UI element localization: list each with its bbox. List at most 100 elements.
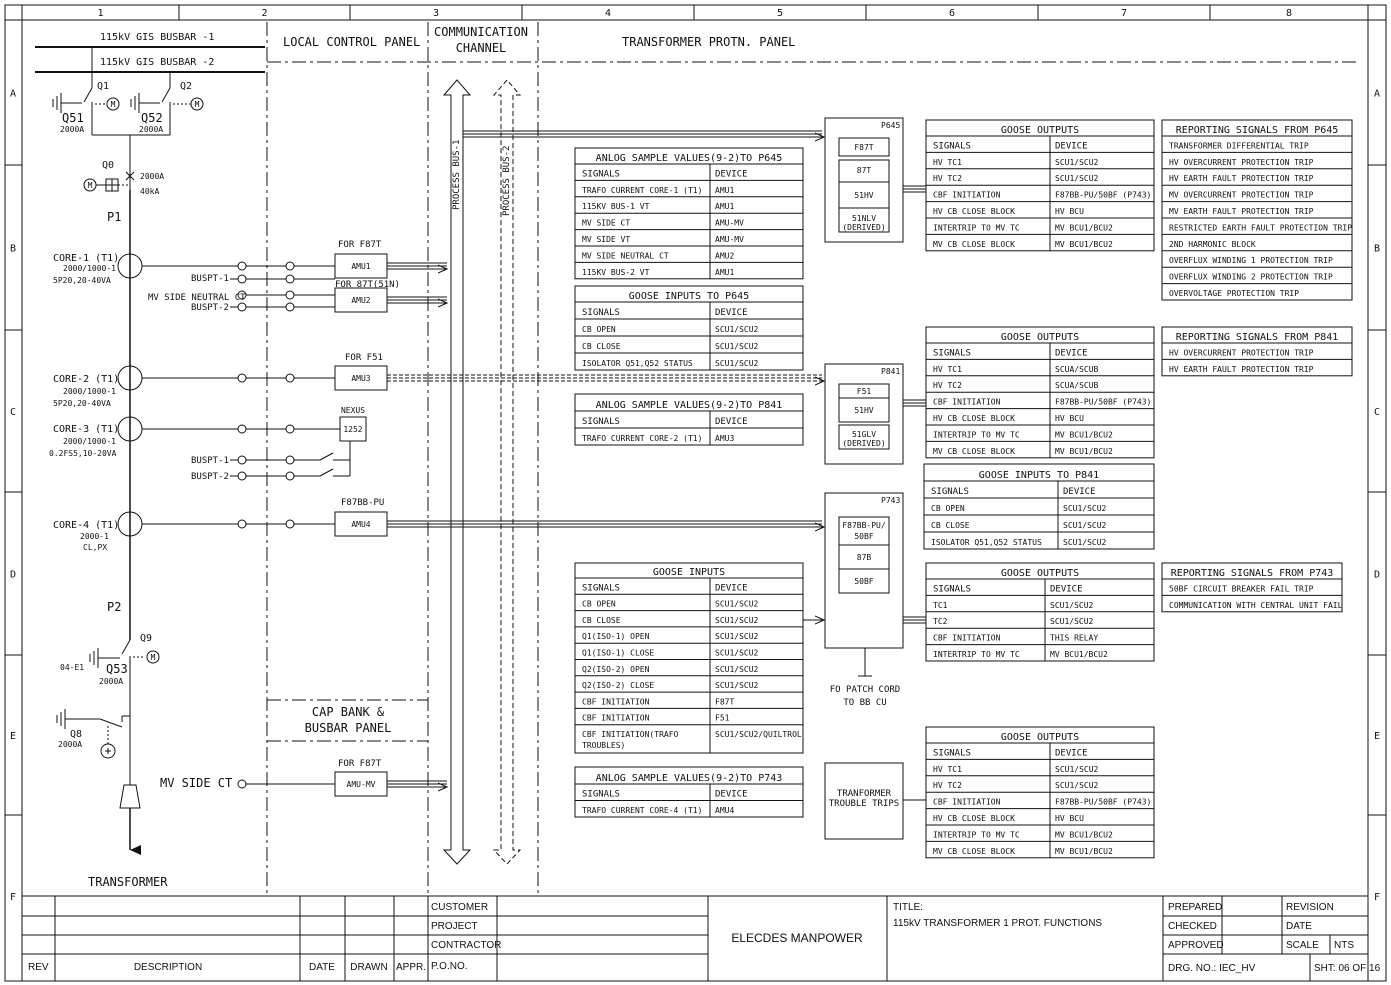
grid-row-label: C	[1374, 407, 1380, 418]
relay-p743-f3: 50BF	[854, 577, 873, 586]
grid-column-label: 2	[261, 8, 267, 19]
trouble-trips-label-2: TROUBLE TRIPS	[829, 799, 899, 809]
title-block	[22, 895, 1368, 981]
relay-p841-f2: 51HV	[854, 406, 873, 415]
table-cell-signal: INTERTRIP TO MV TC	[933, 223, 1020, 232]
relay-p645-f4-derived: (DERIVED)	[842, 223, 885, 232]
relay-p841-label: P841	[881, 367, 900, 376]
for-f51-label: FOR F51	[345, 353, 383, 363]
buspt2b-label: BUSPT-2	[191, 472, 229, 482]
motor-q1-label: M	[111, 100, 116, 109]
table-cell-signal: HV TC1	[933, 158, 962, 167]
table-cell-device: SCU1/SCU2	[1063, 521, 1107, 530]
fo-patch-cord-to-bbcu: TO BB CU	[843, 698, 886, 708]
terminal	[237, 779, 247, 789]
core2-ratio: 2000/1000-1	[63, 387, 116, 396]
q53-label: Q53	[106, 662, 128, 676]
tb-contractor: CONTRACTOR	[431, 940, 501, 951]
table-header-device: DEVICE	[715, 417, 748, 427]
table-cell-signal: INTERTRIP TO MV TC	[933, 430, 1020, 439]
table-cell-device: SCU1/SCU2	[1055, 158, 1099, 167]
table-title: GOOSE INPUTS	[653, 567, 725, 578]
table-cell-device: SCU1/SCU2	[1063, 538, 1107, 547]
table-cell-signal: 115KV BUS-1 VT	[582, 202, 650, 211]
tb-scale-value: NTS	[1334, 940, 1354, 951]
terminal	[285, 290, 295, 300]
terminal	[285, 519, 295, 529]
table-cell-signal: TRANSFORMER DIFFERENTIAL TRIP	[1169, 141, 1309, 150]
table-cell-device: AMU2	[715, 251, 734, 260]
table-cell-signal: HV TC2	[933, 174, 962, 183]
tb-po-no: P.O.NO.	[431, 961, 468, 972]
relay-p743-f1b: 50BF	[854, 532, 873, 541]
q52-label: Q52	[141, 111, 163, 125]
table-cell-device: SCU1/SCU2	[715, 649, 759, 658]
table-cell-signal: HV TC2	[933, 781, 962, 790]
grid-row-label: B	[1374, 244, 1380, 255]
table-header-signals: SIGNALS	[933, 348, 971, 358]
table-cell-signal: MV SIDE NEUTRAL CT	[582, 251, 669, 260]
terminal	[237, 424, 247, 434]
table-cell-signal: CBF INITIATION	[582, 697, 650, 706]
nexus-label: NEXUS	[341, 406, 365, 415]
table-cell-device: SCU1/SCU2	[1055, 765, 1099, 774]
table-header-device: DEVICE	[1055, 748, 1088, 758]
table-cell-device: AMU3	[715, 434, 734, 443]
tb-rev: REV	[28, 962, 49, 973]
grid-row-label: C	[10, 407, 16, 418]
table-cell-device: AMU1	[715, 268, 734, 277]
table-cell-device: MV BCU1/BCU2	[1055, 830, 1113, 839]
tb-drawn: DRAWN	[350, 962, 387, 973]
buspt1-label: BUSPT-1	[191, 274, 229, 284]
table-header-signals: SIGNALS	[582, 583, 620, 593]
terminal	[237, 455, 247, 465]
table-cell-device: SCU1/SCU2	[715, 616, 759, 625]
table-cell-device: AMU-MV	[715, 219, 744, 228]
grid-row-label: A	[10, 89, 16, 100]
grid-row-label: A	[1374, 89, 1380, 100]
amu4-label: AMU4	[351, 520, 370, 529]
core4-ratio: 2000-1	[80, 532, 109, 541]
table-title: GOOSE OUTPUTS	[1001, 332, 1079, 343]
table-cell-signal: TRAFO CURRENT CORE-4 (T1)	[582, 806, 702, 815]
table-cell-device: SCU1/SCU2	[1055, 174, 1099, 183]
grid-row-ticks	[5, 19, 1386, 982]
table-cell-signal: Q2(ISO-2) OPEN	[582, 665, 650, 674]
terminal	[285, 373, 295, 383]
tb-project: PROJECT	[431, 921, 478, 932]
core1-ratio: 2000/1000-1	[63, 264, 116, 273]
table-cell-signal: MV SIDE CT	[582, 219, 630, 228]
table-cell-device: F87BB-PU/50BF (P743)	[1055, 798, 1151, 807]
amu3-label: AMU3	[351, 374, 370, 383]
core3-ratio: 2000/1000-1	[63, 437, 116, 446]
motor-q9-label: M	[151, 653, 156, 662]
zone-transformer-protn-panel: TRANSFORMER PROTN. PANEL	[622, 35, 795, 49]
table-cell-signal: INTERTRIP TO MV TC	[933, 650, 1020, 659]
table-header-device: DEVICE	[1050, 584, 1083, 594]
table-cell-signal: MV CB CLOSE BLOCK	[933, 240, 1015, 249]
process-bus-1	[442, 79, 472, 865]
table-title: GOOSE OUTPUTS	[1001, 125, 1079, 136]
table-cell-signal: CB OPEN	[582, 600, 616, 609]
table-cell-signal: MV SIDE VT	[582, 235, 630, 244]
table-header-signals: SIGNALS	[933, 748, 971, 758]
table-header-signals: SIGNALS	[582, 308, 620, 318]
table-cell-signal: CB CLOSE	[931, 521, 970, 530]
mv-side-ct-label: MV SIDE CT	[160, 776, 232, 790]
table-cell-signal: COMMUNICATION WITH CENTRAL UNIT FAIL	[1169, 601, 1343, 610]
table-cell-device: AMU1	[715, 186, 734, 195]
table-title: REPORTING SIGNALS FROM P743	[1171, 568, 1334, 579]
core2-label: CORE-2 (T1)	[53, 374, 119, 385]
table-cell-signal: HV OVERCURRENT PROTECTION TRIP	[1169, 158, 1314, 167]
table-cell-signal: CBF INITIATION	[933, 798, 1001, 807]
q51-rating: 2000A	[60, 125, 84, 134]
amu-boxes	[334, 253, 388, 797]
amu2-label: AMU2	[351, 296, 370, 305]
table-header-signals: SIGNALS	[582, 790, 620, 800]
table-cell-signal: 115KV BUS-2 VT	[582, 268, 650, 277]
